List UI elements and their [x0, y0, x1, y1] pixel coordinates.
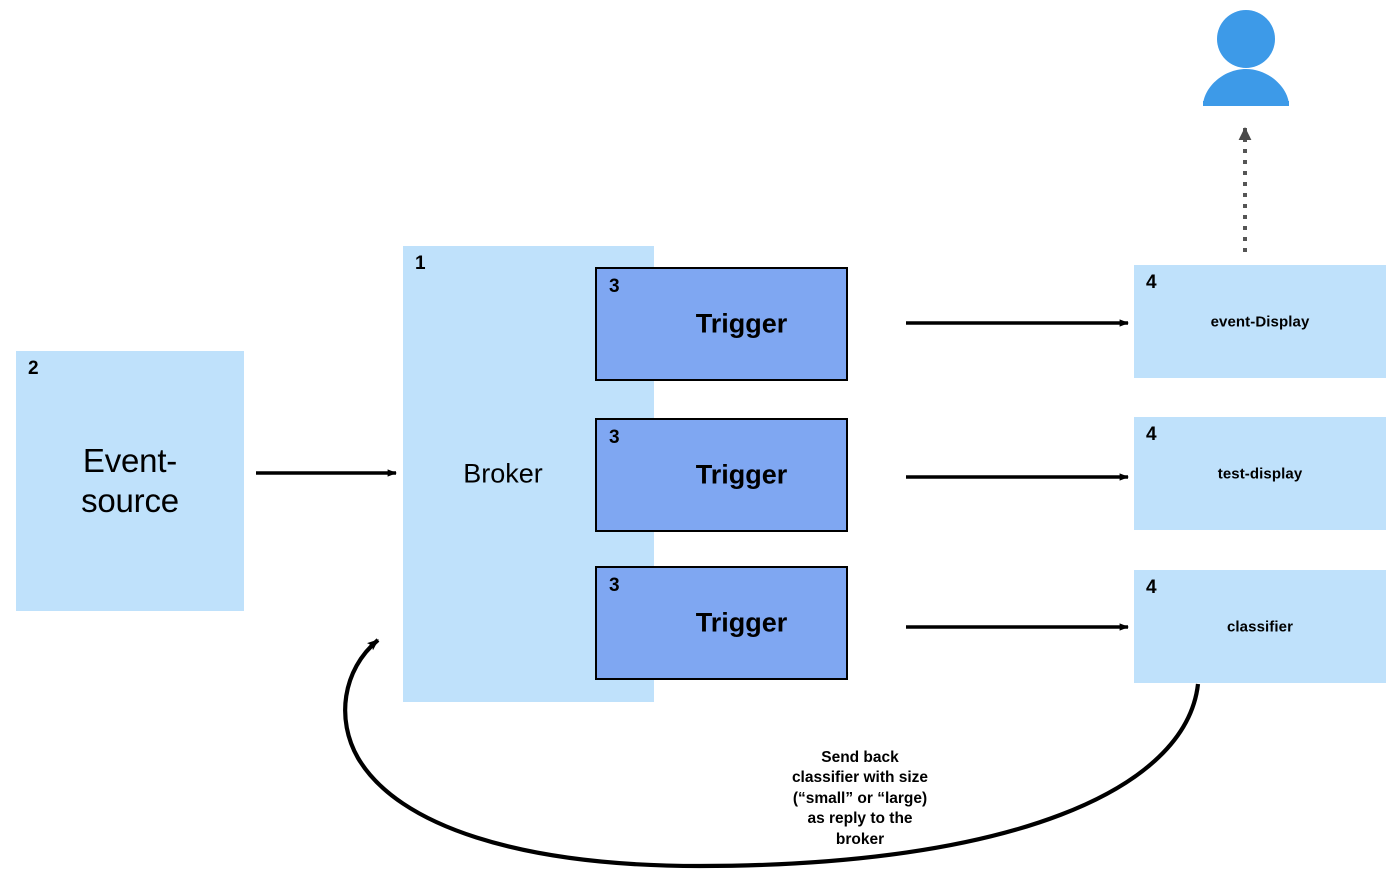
service-3-label: classifier	[1226, 618, 1294, 635]
service-2-label: test-display	[1217, 465, 1303, 482]
trigger-3-badge: 3	[609, 575, 620, 596]
trigger-3-label: Trigger	[695, 607, 788, 638]
trigger-box-1[interactable]: 3 Trigger	[595, 267, 848, 381]
service-1-badge: 4	[1146, 272, 1157, 293]
event-source-box[interactable]: 2 Event-source	[16, 351, 244, 611]
broker-label: Broker	[463, 458, 543, 489]
trigger-box-3[interactable]: 3 Trigger	[595, 566, 848, 680]
broker-badge: 1	[415, 253, 426, 274]
trigger-1-badge: 3	[609, 276, 620, 297]
service-box-event-display[interactable]: 4 event-Display	[1134, 265, 1386, 378]
service-box-test-display[interactable]: 4 test-display	[1134, 417, 1386, 530]
service-1-label: event-Display	[1210, 313, 1310, 330]
event-source-label: Event-source	[81, 441, 179, 519]
service-box-classifier[interactable]: 4 classifier	[1134, 570, 1386, 683]
trigger-2-label: Trigger	[695, 459, 788, 490]
trigger-2-badge: 3	[609, 427, 620, 448]
user-person-icon	[1203, 10, 1289, 106]
service-3-badge: 4	[1146, 577, 1157, 598]
trigger-box-2[interactable]: 3 Trigger	[595, 418, 848, 532]
service-2-badge: 4	[1146, 424, 1157, 445]
event-source-badge: 2	[28, 358, 39, 379]
trigger-1-label: Trigger	[695, 308, 788, 339]
